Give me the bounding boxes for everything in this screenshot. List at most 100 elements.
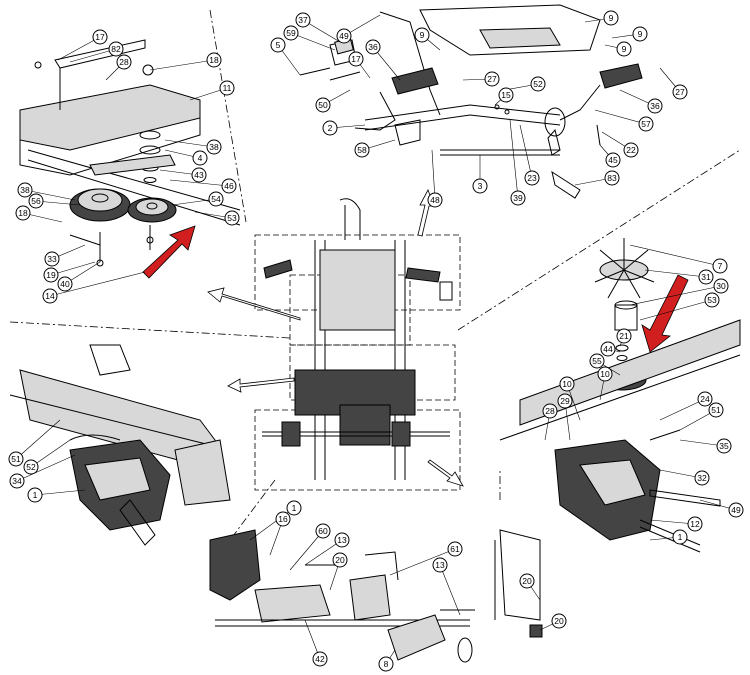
callout-33: 33	[44, 251, 60, 267]
callout-36: 36	[365, 39, 381, 55]
leader-line	[389, 548, 456, 576]
leader-line	[289, 530, 324, 571]
frame-transaxle-view	[9, 344, 231, 546]
frame-overview	[254, 198, 461, 491]
callout-number: 9	[622, 44, 627, 54]
leader-line	[290, 32, 336, 51]
callout-54: 54	[208, 191, 224, 207]
leader-line	[659, 398, 706, 421]
callout-number: 7	[718, 261, 723, 271]
callout-number: 20	[335, 555, 345, 565]
callout-55: 55	[589, 353, 605, 369]
callout-number: 2	[328, 123, 333, 133]
callout-number: 9	[609, 13, 614, 23]
callout-number: 1	[292, 503, 297, 513]
callout-number: 12	[690, 519, 700, 529]
callout-30: 30	[713, 278, 729, 294]
callout-9: 9	[632, 26, 648, 42]
callout-42: 42	[312, 651, 328, 667]
callout-53: 53	[704, 292, 720, 308]
callout-number: 18	[209, 55, 219, 65]
callout-number: 32	[697, 473, 707, 483]
callout-52: 52	[530, 76, 546, 92]
callout-5: 5	[270, 37, 286, 53]
callout-number: 11	[223, 83, 232, 93]
callout-39: 39	[510, 190, 526, 206]
leader-line	[149, 59, 215, 71]
callout-35: 35	[716, 438, 732, 454]
leader-line	[649, 519, 696, 525]
callout-28: 28	[542, 403, 558, 419]
callout-46: 46	[221, 178, 237, 194]
callout-2: 2	[322, 120, 338, 136]
callout-number: 51	[11, 454, 21, 464]
callout-number: 38	[209, 142, 219, 152]
callout-number: 56	[31, 196, 41, 206]
callout-57: 57	[638, 116, 654, 132]
callout-number: 35	[719, 441, 729, 451]
callout-number: 45	[608, 155, 618, 165]
callout-45: 45	[605, 152, 621, 168]
callout-59: 59	[283, 25, 299, 41]
leader-line	[49, 271, 146, 297]
callout-15: 15	[498, 87, 514, 103]
callout-number: 49	[731, 505, 741, 515]
callout-17: 17	[92, 29, 108, 45]
leader-line	[431, 149, 436, 201]
callout-number: 20	[554, 616, 564, 626]
callout-number: 19	[46, 270, 56, 280]
callout-16: 16	[275, 511, 291, 527]
callout-number: 33	[47, 254, 57, 264]
callout-number: 38	[20, 185, 30, 195]
callout-number: 29	[560, 396, 570, 406]
callout-number: 37	[298, 15, 308, 25]
idler-assembly-view	[19, 39, 241, 279]
callout-number: 1	[33, 490, 38, 500]
callout-number: 4	[198, 153, 203, 163]
callout-number: 31	[701, 272, 711, 282]
callout-number: 24	[700, 394, 710, 404]
leader-line	[50, 261, 96, 276]
callout-number: 40	[60, 279, 70, 289]
callout-number: 28	[119, 57, 129, 67]
callout-number: 14	[45, 291, 55, 301]
callout-number: 51	[711, 405, 721, 415]
callout-29: 29	[557, 393, 573, 409]
callout-number: 34	[12, 476, 22, 486]
leader-line	[164, 139, 215, 148]
callout-number: 53	[707, 295, 717, 305]
callout-number: 13	[337, 535, 347, 545]
axle-mount-view	[209, 529, 543, 663]
callout-number: 42	[315, 654, 325, 664]
callout-number: 39	[513, 193, 523, 203]
callout-37: 37	[295, 12, 311, 28]
leader-line	[439, 564, 461, 616]
callout-13: 13	[432, 557, 448, 573]
callout-number: 10	[600, 369, 610, 379]
callout-36: 36	[647, 98, 663, 114]
leader-line	[594, 109, 647, 125]
callout-10: 10	[597, 366, 613, 382]
callout-number: 27	[487, 74, 497, 84]
callout-number: 55	[592, 356, 602, 366]
leader-line	[509, 119, 519, 199]
callout-12: 12	[687, 516, 703, 532]
callout-number: 52	[533, 79, 543, 89]
callout-17: 17	[348, 51, 364, 67]
fan-icon	[594, 238, 655, 299]
callout-number: 10	[562, 379, 572, 389]
callout-number: 30	[716, 281, 726, 291]
callout-20: 20	[519, 573, 535, 589]
callout-10: 10	[559, 376, 575, 392]
pedal-linkage-view	[299, 4, 643, 199]
callout-28: 28	[116, 54, 132, 70]
callout-20: 20	[332, 552, 348, 568]
callout-14: 14	[42, 288, 58, 304]
callout-number: 48	[430, 195, 440, 205]
leader-line	[629, 285, 722, 306]
callout-38: 38	[206, 139, 222, 155]
callout-4: 4	[192, 150, 208, 166]
leader-line	[24, 189, 76, 201]
callout-number: 21	[619, 331, 629, 341]
